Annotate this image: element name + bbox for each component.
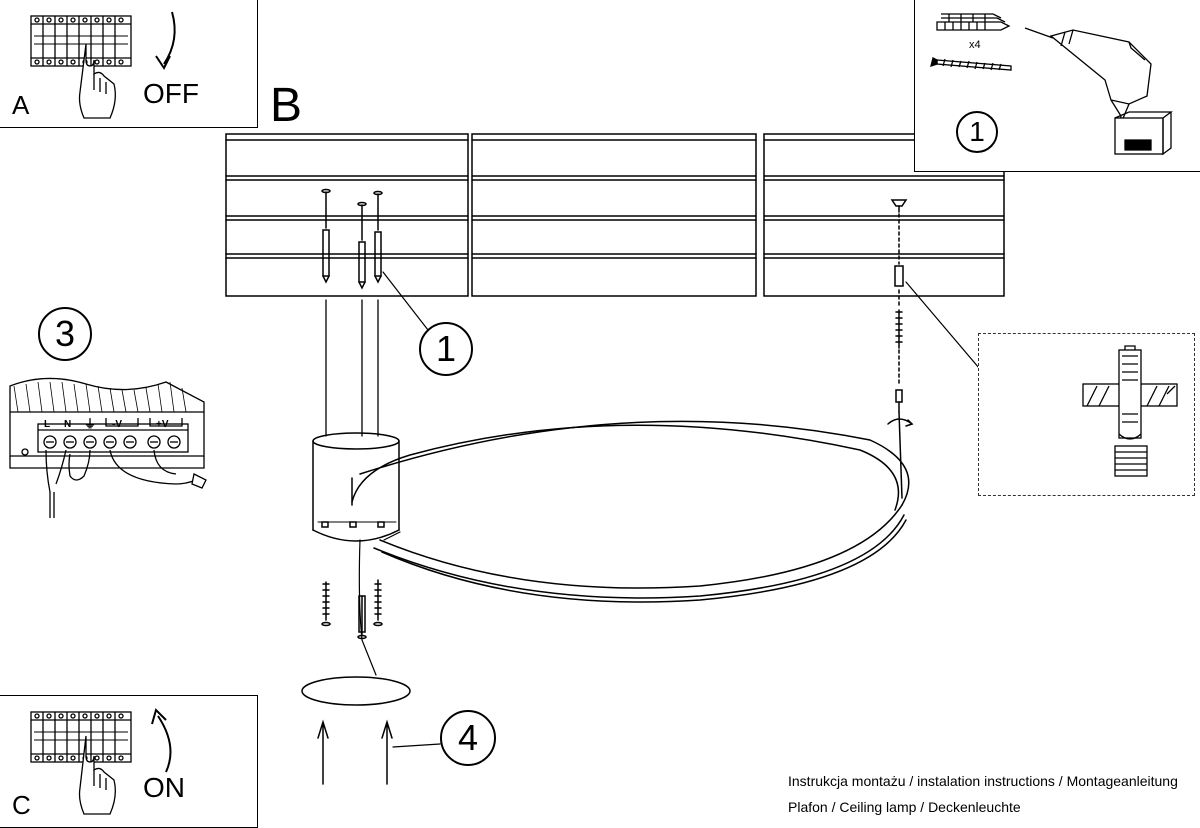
terminal-label-neg: -V [112,419,122,430]
terminal-label-ground: ⏚ [84,417,97,431]
lower-screws [321,579,383,640]
switch-off-text: OFF [143,78,199,109]
ceiling-panels [225,133,1005,297]
terminal-label-pos: +V [156,419,169,430]
footer-title: Instrukcja montażu / instalation instruc… [788,773,1178,789]
cover-plate [301,676,411,706]
wall-plug-icon [936,13,1011,31]
screw-icon [930,57,1012,71]
ceiling-anchors-left [321,188,391,290]
step-c-label: C [12,790,31,820]
callout-mount: 4 [440,710,496,766]
kit-quantity: x4 [969,39,981,51]
callout-wall-anchor: 1 [419,322,473,376]
step-a-panel: A OFF [0,0,258,128]
step-b-label: B [270,79,303,132]
terminal-label-l: L [44,419,51,430]
ceiling-anchor-right [887,199,914,499]
step-c-panel: C ON [0,695,258,828]
drill-icon [1024,27,1173,156]
anchor-cross-section-icon [1082,345,1178,477]
terminal-label-n: N [64,419,72,430]
canopy [312,432,400,542]
anchor-detail-box [978,333,1195,496]
ring-lamp [351,420,910,603]
breaker-on-icon [30,708,172,815]
arrow-up-right [381,719,393,785]
kit-panel: x4 1 [914,0,1200,172]
switch-on-text: ON [143,772,185,803]
footer-subtitle: Plafon / Ceiling lamp / Deckenleuchte [788,799,1021,815]
callout-kit: 1 [956,111,998,153]
breaker-off-icon [30,11,176,119]
terminal-block-icon [9,377,207,518]
callout-terminal: 3 [38,307,92,361]
arrow-up-left [317,719,329,785]
step-a-label: A [12,90,30,120]
